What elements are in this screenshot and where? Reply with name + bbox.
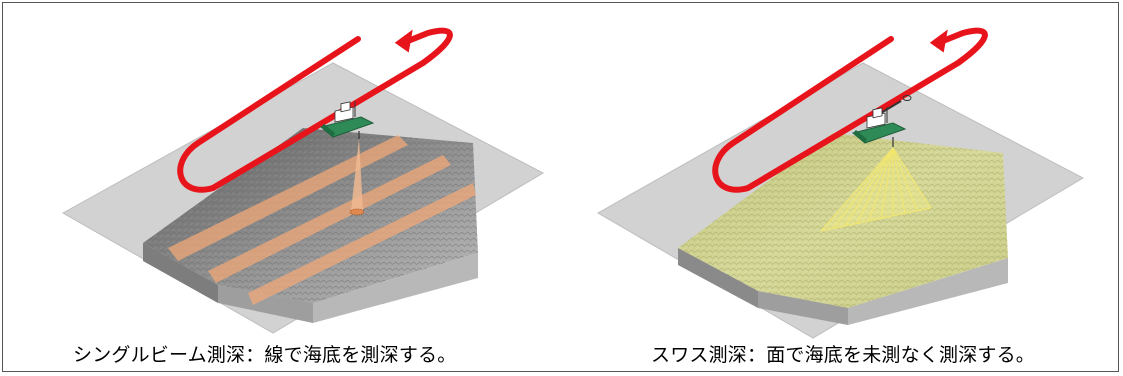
single-beam-caption: シングルビーム測深：線で海底を測深する。 (73, 344, 457, 366)
sound-beam (351, 139, 363, 211)
towed-sensor-icon (902, 95, 912, 101)
survey-line-1 (208, 155, 451, 283)
single-beam-illustration (61, 27, 545, 334)
terrain-side-right (313, 253, 478, 323)
terrain-side-front (218, 285, 313, 323)
survey-track (712, 27, 988, 193)
swath-illustration (596, 27, 1085, 339)
survey-ship-icon (319, 101, 375, 139)
swath-fan-beam (820, 147, 932, 232)
beam-footprint (349, 208, 365, 216)
swath-caption: スワス測深：面で海底を未測なく測深する。 (651, 344, 1036, 366)
terrain-side-right (848, 258, 1008, 325)
survey-line-2 (168, 135, 408, 261)
track-arrowhead (929, 29, 948, 53)
survey-ship-icon (851, 107, 907, 147)
survey-line-3 (248, 183, 476, 305)
swath-panel (563, 3, 1119, 343)
single-beam-panel (3, 3, 563, 343)
figure-frame: シングルビーム測深：線で海底を測深する。 スワス測深：面で海底を未測なく測深する… (2, 2, 1119, 372)
track-arrowhead (394, 29, 413, 53)
terrain-side-front (758, 291, 848, 325)
survey-track (177, 27, 453, 193)
tow-cable (880, 100, 902, 114)
